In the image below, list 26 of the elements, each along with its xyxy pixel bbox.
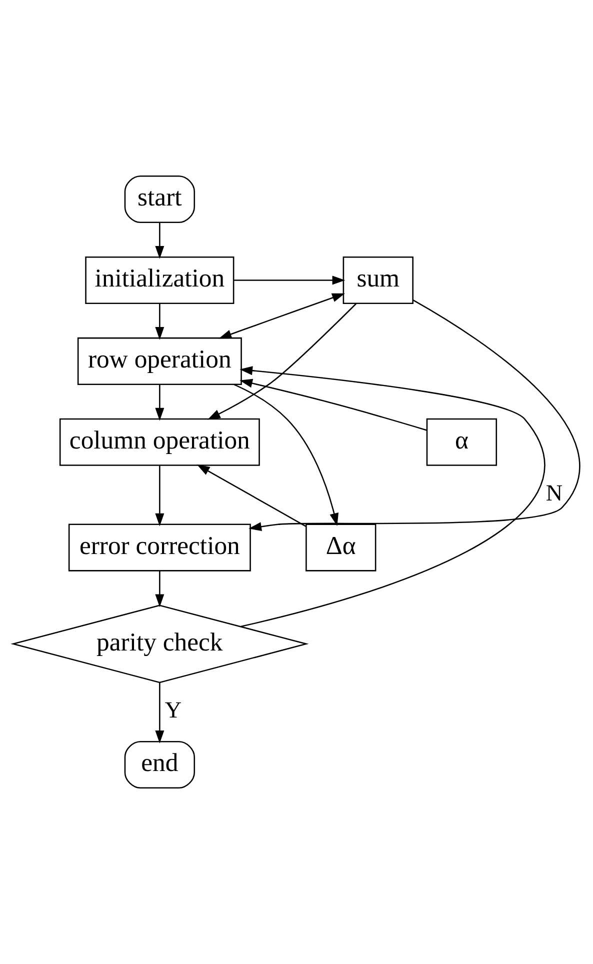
arrow [155,304,164,340]
arrow [248,300,580,532]
edge-label: Y [164,698,182,724]
node-box: start [124,176,196,224]
arrow [155,682,164,744]
edge-label: N [546,480,563,507]
arrow [196,464,306,527]
arrow [155,384,164,421]
arrow [207,303,356,420]
node-diamond: parity check [10,604,309,684]
arrow [155,222,164,259]
node-box: column operation [59,418,260,466]
arrow [218,293,345,339]
node-box: sum [342,256,414,304]
node-box: α [426,418,498,466]
arrow [234,384,339,526]
node-box: end [124,740,196,788]
node-box: Δα [306,524,376,572]
arrow [240,366,546,628]
arrow [155,466,164,526]
arrow [234,276,346,285]
arrow [240,378,427,431]
arrow [155,571,164,608]
node-box: initialization [85,256,234,304]
node-box: row operation [77,337,242,385]
node-box: error correction [68,524,251,572]
